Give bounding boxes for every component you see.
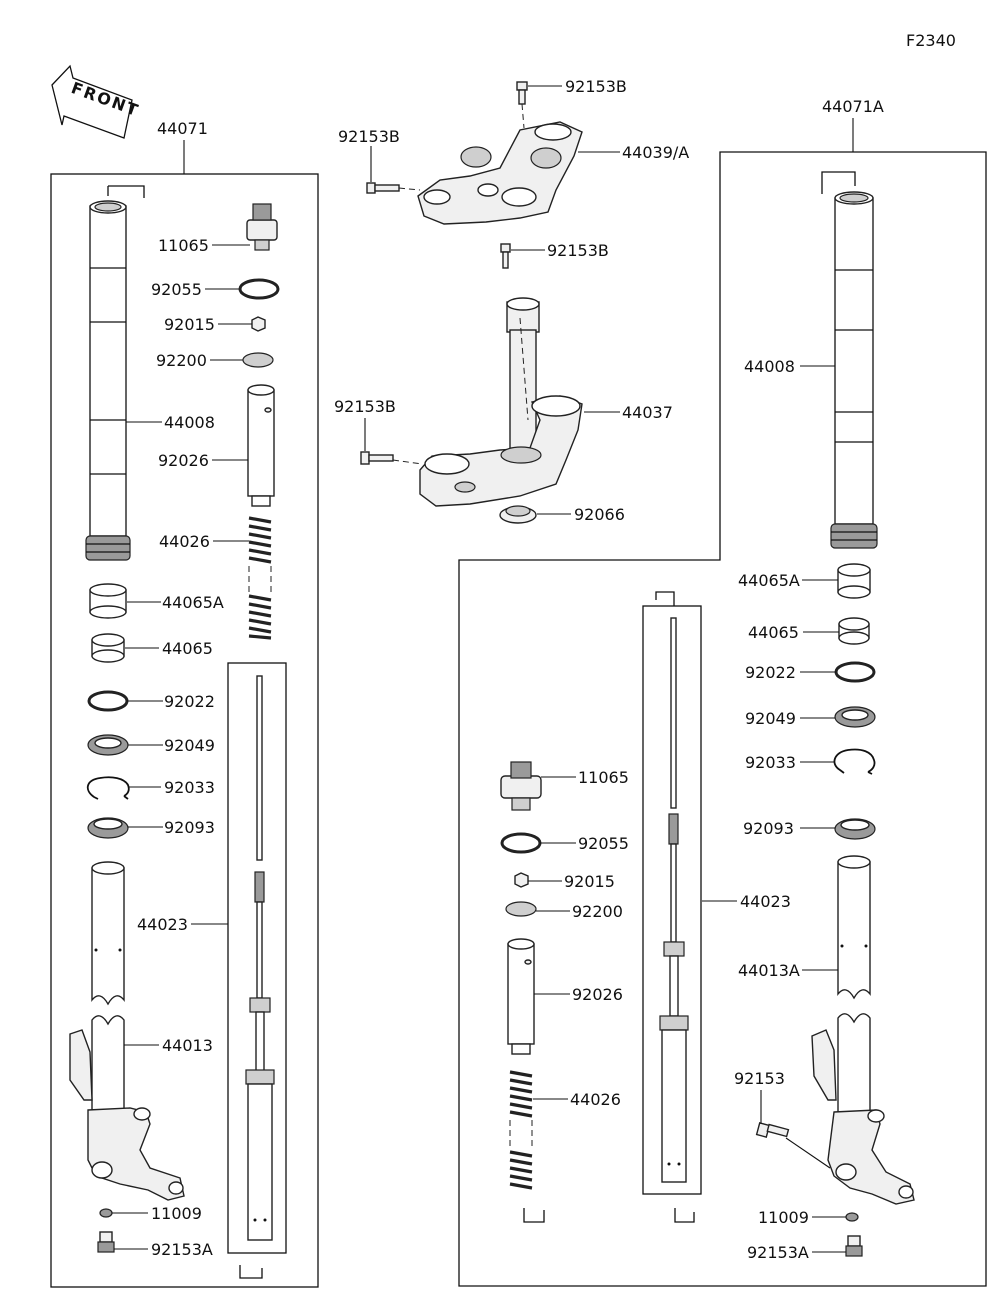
figure-code: F2340 [906, 31, 956, 50]
right-nut [514, 872, 529, 888]
label-left-clip: 92033 [164, 778, 215, 797]
label-right-gasket: 11009 [758, 1208, 809, 1227]
label-left-outer: 44013 [162, 1036, 213, 1055]
label-left-bolt: 92153A [151, 1240, 213, 1259]
left-drain-bolt [97, 1231, 115, 1253]
right-gasket [845, 1212, 859, 1222]
right-outer-tube-upper [837, 855, 871, 1000]
upper-bracket-bolt-left [366, 182, 400, 194]
label-bolt-lower-left: 92153B [334, 397, 396, 416]
left-cylinder-unit [227, 662, 287, 1279]
right-guide-bush-a [837, 563, 871, 599]
right-dust-seal [834, 818, 876, 840]
label-left-inner-tube: 44008 [164, 413, 215, 432]
upper-steering-bracket [417, 121, 583, 225]
label-upper-bracket: 44039/A [622, 143, 689, 162]
label-left-o-ring: 92055 [151, 280, 202, 299]
left-inner-tube [85, 185, 145, 561]
left-o-ring [238, 278, 280, 300]
label-stem-cap: 92066 [574, 505, 625, 524]
label-left-dust: 92093 [164, 818, 215, 837]
label-bolt-upper-left: 92153B [338, 127, 400, 146]
label-right-bolt: 92153A [747, 1243, 809, 1262]
label-right-washer2: 92022 [745, 663, 796, 682]
label-right-cap-bolt: 11065 [578, 768, 629, 787]
label-left-spring: 44026 [159, 532, 210, 551]
left-spacer-collar [247, 384, 275, 507]
front-direction-arrow: FRONT [51, 64, 142, 139]
left-outer-tube-lower [69, 1015, 185, 1201]
label-right-bush-a: 44065A [738, 571, 800, 590]
left-cap-bolt [246, 203, 278, 251]
label-right-nut: 92015 [564, 872, 615, 891]
lower-bracket-bolt-left [360, 451, 394, 465]
right-spacer-collar [507, 938, 535, 1055]
front-arrow-label: FRONT [69, 78, 142, 120]
stem-bolt-top [500, 243, 511, 269]
right-guide-bush [838, 617, 870, 645]
right-axle-clamp-bolt [755, 1122, 790, 1138]
left-gasket [99, 1208, 113, 1218]
left-dust-seal [87, 817, 129, 839]
label-left-washer2: 92022 [164, 692, 215, 711]
label-right-axle-bolt: 92153 [734, 1069, 785, 1088]
label-stem: 44037 [622, 403, 673, 422]
right-oil-seal [834, 706, 876, 728]
label-right-cylinder: 44023 [740, 892, 791, 911]
label-right-assembly: 44071A [822, 97, 884, 116]
label-right-o-ring: 92055 [578, 834, 629, 853]
left-fork-frame [50, 140, 319, 1288]
label-left-collar: 92026 [158, 451, 209, 470]
label-left-nut: 92015 [164, 315, 215, 334]
label-right-spring: 44026 [570, 1090, 621, 1109]
left-outer-tube-upper [91, 861, 125, 1006]
right-circlip [833, 748, 876, 775]
right-outer-tube-lower [811, 1013, 915, 1205]
label-right-outer: 44013A [738, 961, 800, 980]
left-washer [242, 352, 274, 368]
right-cylinder-unit [642, 591, 702, 1223]
label-right-seal: 92049 [745, 709, 796, 728]
label-right-clip: 92033 [745, 753, 796, 772]
left-oil-seal [87, 734, 129, 756]
right-fork-frame [458, 118, 987, 1287]
right-washer [505, 901, 537, 917]
label-right-collar: 92026 [572, 985, 623, 1004]
label-right-washer: 92200 [572, 902, 623, 921]
left-guide-bush [91, 633, 125, 663]
label-right-bush: 44065 [748, 623, 799, 642]
right-washer-92022 [834, 661, 876, 683]
right-o-ring [500, 832, 542, 854]
stem-cap [499, 505, 537, 524]
label-bolt-top: 92153B [565, 77, 627, 96]
label-left-bush: 44065 [162, 639, 213, 658]
left-washer-92022 [87, 690, 129, 712]
left-circlip [86, 776, 130, 800]
label-left-washer: 92200 [156, 351, 207, 370]
label-left-gasket: 11009 [151, 1204, 202, 1223]
left-spring [248, 516, 272, 640]
right-cap-bolt [500, 761, 542, 811]
label-left-cap-bolt: 11065 [158, 236, 209, 255]
right-drain-bolt [845, 1235, 863, 1257]
label-right-dust: 92093 [743, 819, 794, 838]
right-inner-tube [821, 171, 878, 549]
left-guide-bush-a [89, 583, 127, 619]
label-left-assembly: 44071 [157, 119, 208, 138]
upper-bracket-bolt-top [516, 81, 528, 105]
left-nut [251, 316, 266, 332]
label-right-inner-tube: 44008 [744, 357, 795, 376]
steering-stem [419, 297, 583, 507]
label-bolt-stem-top: 92153B [547, 241, 609, 260]
label-left-bush-a: 44065A [162, 593, 224, 612]
right-spring [509, 1070, 545, 1223]
label-left-cylinder: 44023 [137, 915, 188, 934]
label-left-seal: 92049 [164, 736, 215, 755]
